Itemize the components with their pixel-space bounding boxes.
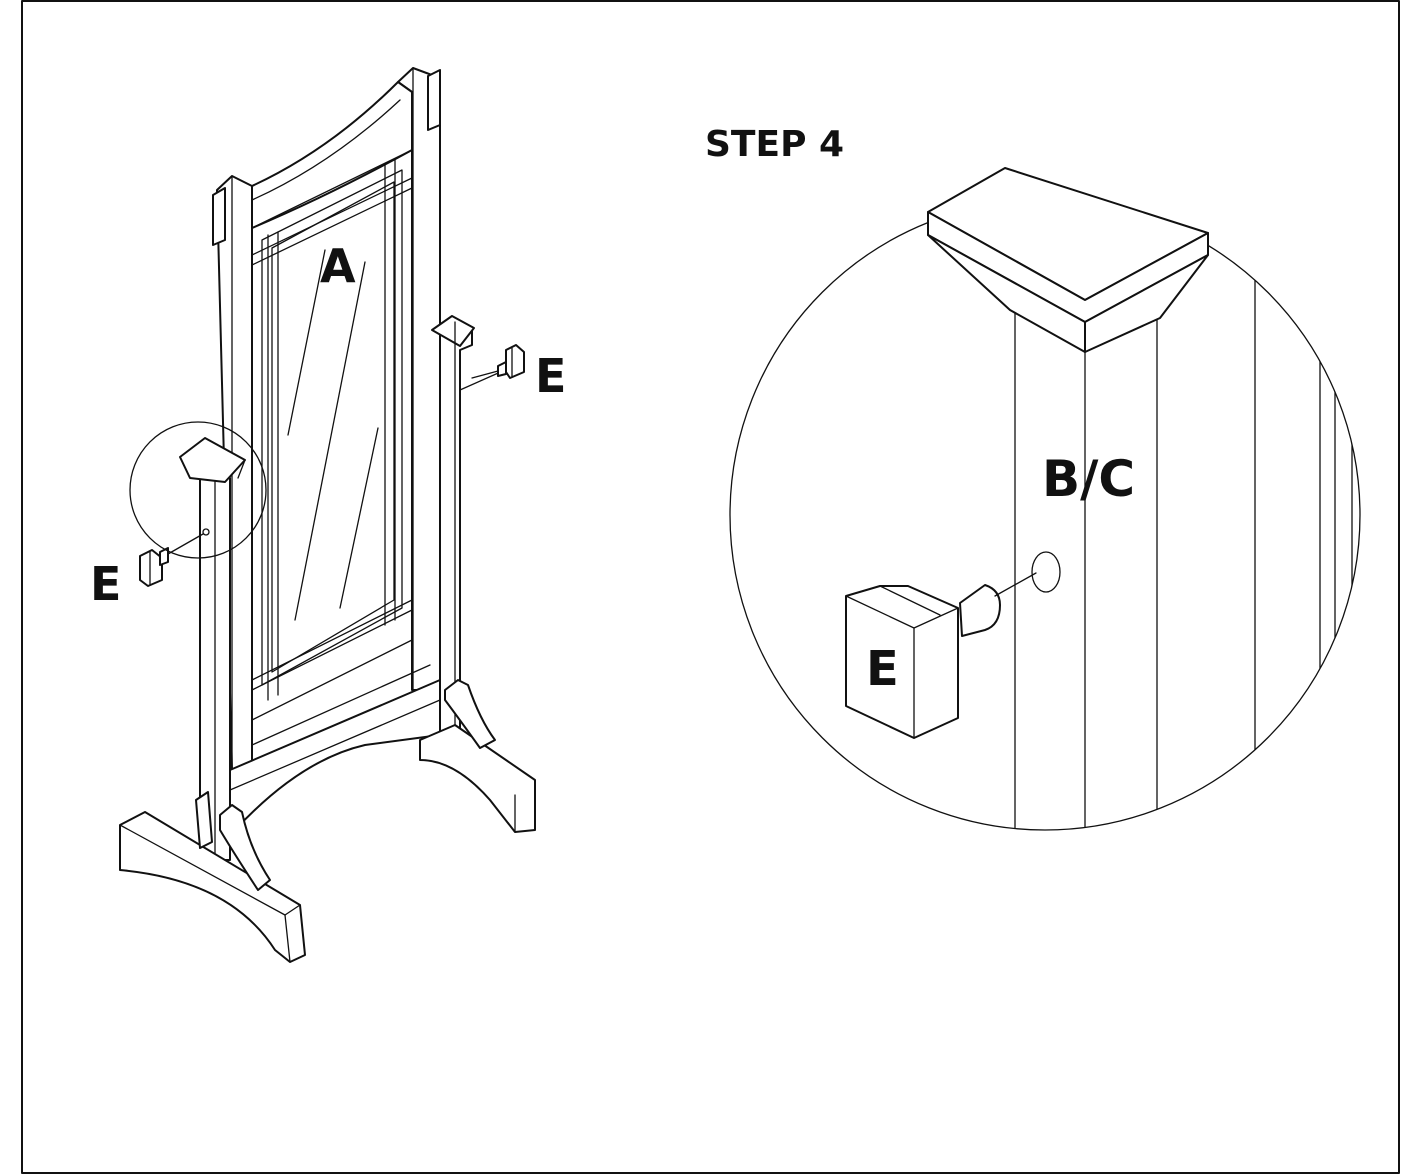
- frame-right-tab: [427, 69, 441, 131]
- detail-hole: [1031, 551, 1061, 593]
- right-post: [439, 321, 473, 741]
- knob-left: [139, 533, 204, 587]
- frame-right-stile: [397, 67, 441, 691]
- label-detail-knob-e: E: [866, 641, 899, 697]
- label-mirror-a: A: [320, 239, 356, 293]
- mirror-stand: [119, 315, 536, 963]
- mirror-reflection-line: [339, 427, 379, 609]
- detail-view: [729, 167, 1361, 831]
- stand-stretcher: [229, 679, 441, 831]
- page-border: [21, 0, 1400, 1174]
- detail-knob: [845, 572, 1037, 739]
- mirror-frame: [212, 67, 441, 771]
- frame-left-tab: [212, 187, 226, 246]
- left-post-tab: [195, 791, 213, 849]
- mirror-reflection-line: [294, 261, 366, 621]
- label-knob-left-e: E: [90, 557, 121, 611]
- mirror-reflection-line: [287, 249, 326, 436]
- right-bracket: [444, 679, 496, 749]
- step-title: STEP 4: [705, 124, 844, 165]
- left-bracket: [219, 804, 271, 891]
- label-post-bc: B/C: [1042, 450, 1135, 508]
- knob-right: [471, 344, 525, 379]
- right-post-cap: [431, 315, 475, 347]
- label-knob-right-e: E: [535, 349, 566, 403]
- right-foot: [419, 724, 536, 833]
- detail-callout-circle: [129, 421, 267, 559]
